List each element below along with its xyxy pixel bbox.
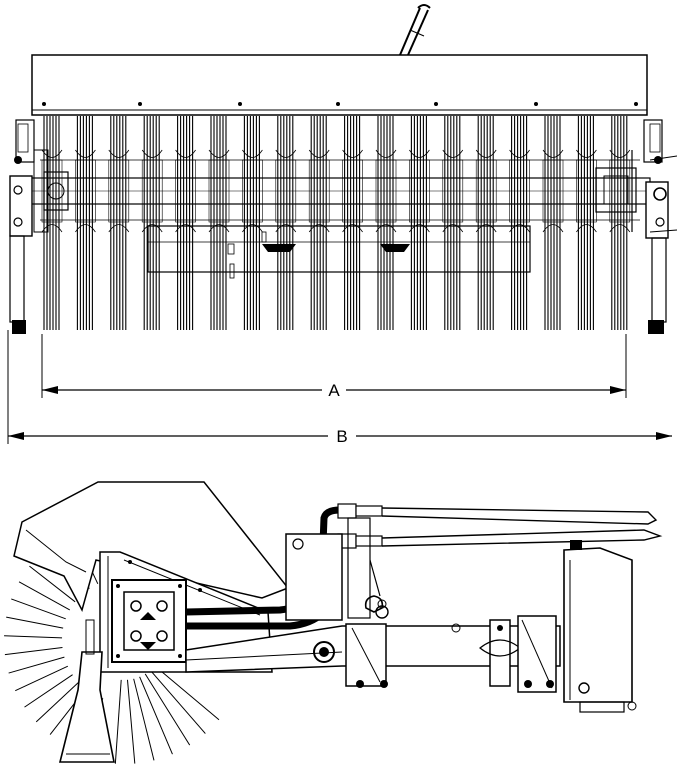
bristle-group [475,116,497,330]
rear-mount-plate [563,540,637,713]
dimension-b: B [7,330,672,446]
dimension-b-label: B [336,427,347,446]
left-hub [43,171,69,211]
bristle-line [6,616,64,629]
bristle-line [35,681,79,723]
quick-couplers [337,503,663,549]
bristle-group [141,116,163,330]
bristle-group [409,116,430,330]
bristle-group [542,116,564,330]
bristle-line [133,678,155,761]
bristle-group [576,116,597,330]
side-view [4,481,663,764]
right-end-bracket [595,119,677,334]
bristle-group [375,116,397,330]
bristle-line [15,665,69,692]
bristle-group [175,116,196,330]
bristle-line [4,635,63,639]
bristle-group [609,116,631,330]
front-view: A B [7,4,677,446]
bristle-group [108,116,130,330]
bristle-line [18,581,71,611]
bristle-line [11,598,66,620]
bristle-group [75,116,96,330]
bristle-group [208,116,230,330]
brush-hood [31,54,648,116]
main-arm [185,615,561,693]
bristle-line [114,679,122,764]
hitch-handle [399,4,431,56]
bristle-line [139,676,173,755]
lower-frame [147,225,531,279]
bristle-line [154,665,220,721]
bristle-line [8,656,65,674]
bristle-group [308,116,330,330]
bristle-group [509,116,530,330]
left-end-bracket [9,119,49,334]
lift-handle [364,559,384,613]
kickstand [58,619,115,763]
bristle-group [275,116,297,330]
bristle-line [4,647,63,656]
bristle-group [242,116,263,330]
dimension-a: A [41,334,627,400]
bristle-line [29,565,76,603]
hood-bolts [42,102,638,106]
dimension-a-label: A [328,381,340,400]
brush-bristles [41,116,631,330]
bristle-line [126,679,136,764]
bristle-group [442,116,464,330]
bristle-line [144,673,191,746]
bristle-line [24,674,73,708]
hydraulic-motor [111,579,187,663]
bristle-group [342,116,363,330]
bristle-line [149,669,206,734]
bristle-group [41,116,63,330]
mount-upright [285,517,389,621]
